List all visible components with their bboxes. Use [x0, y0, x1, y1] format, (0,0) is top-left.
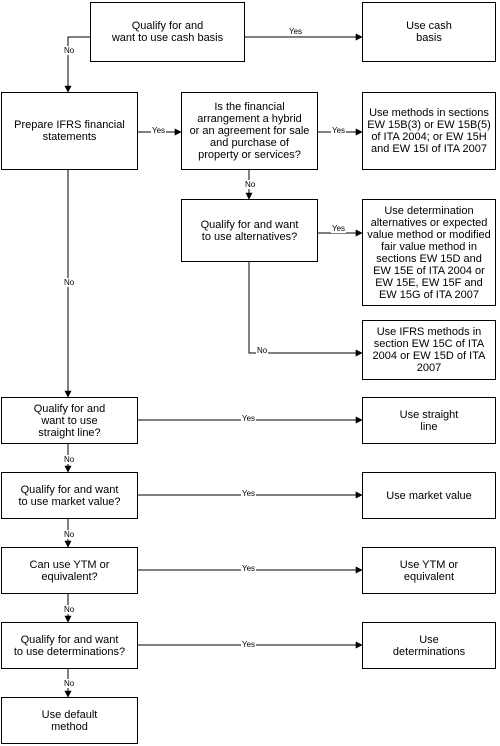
default-method-result: Use default method: [1, 697, 138, 744]
market-value-question-text: Qualify for and want to use market value…: [18, 483, 121, 508]
edge-label-yes: Yes: [331, 224, 347, 233]
edge-label-no: No: [244, 180, 257, 189]
market-value-question: Qualify for and want to use market value…: [1, 472, 138, 519]
edge-label-yes: Yes: [288, 27, 304, 36]
ytm-question: Can use YTM or equivalent?: [1, 547, 138, 594]
edge-label-no: No: [63, 605, 76, 614]
market-value-result-text: Use market value: [386, 489, 472, 502]
cash-basis-result-text: Use cash basis: [406, 20, 452, 44]
edge-label-no: No: [63, 530, 76, 539]
cash-basis-question-text: Qualify for and want to use cash basis: [111, 20, 224, 44]
edge-label-yes: Yes: [241, 640, 257, 649]
determinations-result: Use determinations: [362, 622, 496, 669]
straight-line-result-text: Use straight line: [399, 408, 459, 433]
edge-label-yes: Yes: [331, 126, 347, 135]
edge-label-no: No: [63, 46, 76, 55]
ifrs-methods-result: Use IFRS methods in section EW 15C of IT…: [362, 320, 496, 380]
market-value-result: Use market value: [362, 472, 496, 519]
hybrid-methods-result: Use methods in sections EW 15B(3) or EW …: [362, 92, 496, 170]
alternatives-methods-result: Use determination alternatives or expect…: [362, 199, 496, 306]
ifrs-statements-step-text: Prepare IFRS financial statements: [14, 119, 125, 143]
ytm-result-text: Use YTM or equivalent: [399, 558, 459, 583]
edge-label-no: No: [256, 346, 269, 355]
edge-label-yes: Yes: [151, 126, 167, 135]
ytm-question-text: Can use YTM or equivalent?: [29, 558, 110, 583]
determinations-result-text: Use determinations: [392, 633, 466, 658]
edge-label-yes: Yes: [241, 489, 257, 498]
edge-label-no: No: [63, 278, 76, 287]
cash-basis-question: Qualify for and want to use cash basis: [90, 2, 245, 62]
edge-label-yes: Yes: [241, 414, 257, 423]
alternatives-question: Qualify for and want to use alternatives…: [181, 199, 318, 262]
cash-basis-result: Use cash basis: [362, 2, 496, 62]
determinations-question-text: Qualify for and want to use determinatio…: [13, 633, 126, 658]
ytm-result: Use YTM or equivalent: [362, 547, 496, 594]
edge-label-no: No: [63, 455, 76, 464]
edge-label-yes: Yes: [241, 564, 257, 573]
hybrid-arrangement-question: Is the financial arrangement a hybrid or…: [181, 92, 318, 170]
ifrs-statements-step: Prepare IFRS financial statements: [1, 92, 138, 170]
alternatives-methods-result-text: Use determination alternatives or expect…: [367, 204, 491, 301]
hybrid-methods-result-text: Use methods in sections EW 15B(3) or EW …: [367, 107, 491, 155]
hybrid-arrangement-question-text: Is the financial arrangement a hybrid or…: [189, 101, 310, 161]
alternatives-question-text: Qualify for and want to use alternatives…: [200, 218, 299, 243]
straight-line-question-text: Qualify for and want to use straight lin…: [33, 402, 106, 439]
straight-line-result: Use straight line: [362, 397, 496, 444]
ifrs-methods-result-text: Use IFRS methods in section EW 15C of IT…: [372, 326, 486, 374]
default-method-result-text: Use default method: [41, 708, 98, 733]
edge-label-no: No: [63, 679, 76, 688]
determinations-question: Qualify for and want to use determinatio…: [1, 622, 138, 669]
straight-line-question: Qualify for and want to use straight lin…: [1, 397, 138, 444]
